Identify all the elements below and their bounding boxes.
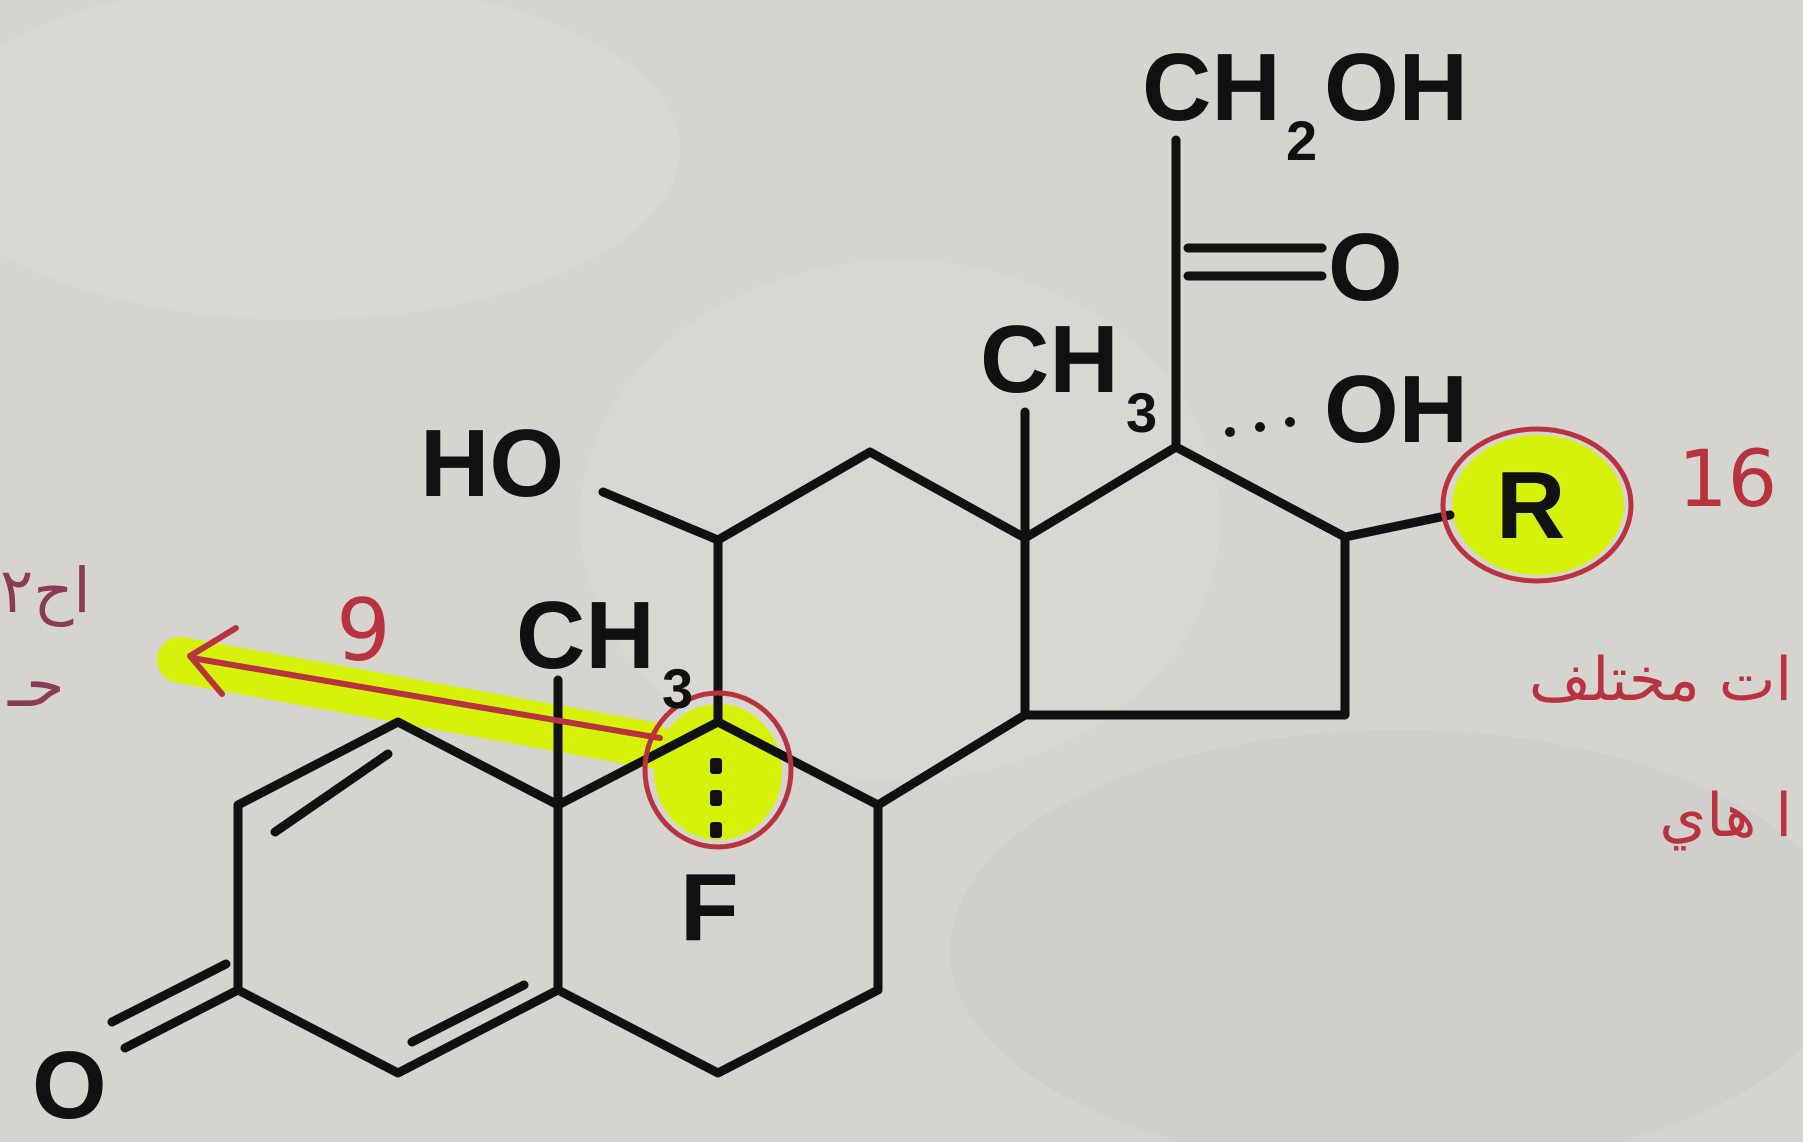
handwritten-annotations: 9 16 اح٢ حـ ات مختلف ا هاي bbox=[0, 435, 1792, 851]
c11-hydroxyl-label: HO bbox=[420, 410, 564, 517]
r-group-highlight bbox=[1452, 435, 1624, 575]
r-group-label: R bbox=[1496, 452, 1565, 559]
arabic-note-right-1: ات مختلف bbox=[1529, 645, 1792, 715]
c17-hydroxyl-label: OH bbox=[1324, 356, 1468, 463]
stereo-dashes bbox=[710, 417, 1295, 838]
c10-methyl-subscript: 3 bbox=[662, 657, 693, 720]
ch2oh-oh-label: OH bbox=[1324, 34, 1468, 141]
arabic-note-right-2: ا هاي bbox=[1659, 781, 1792, 851]
pen-arrow bbox=[187, 625, 663, 741]
c9-circle bbox=[642, 690, 794, 850]
position-9-label: 9 bbox=[336, 581, 391, 681]
pen-circles bbox=[642, 426, 1634, 850]
atom-labels: CH 2 OH O CH 3 OH HO CH 3 F O R bbox=[32, 34, 1565, 1139]
c10-methyl-ch-label: CH bbox=[516, 582, 655, 689]
arabic-note-left-bottom: حـ bbox=[7, 648, 65, 721]
position-16-label: 16 bbox=[1678, 435, 1777, 525]
arrow-highlight bbox=[157, 637, 673, 768]
c3-ketone-o-label: O bbox=[32, 1032, 107, 1139]
side-chain-ketone-o: O bbox=[1328, 214, 1403, 321]
c13-methyl-ch-label: CH bbox=[980, 306, 1119, 413]
c13-methyl-subscript: 3 bbox=[1126, 381, 1157, 444]
c9-fluorine-label: F bbox=[680, 854, 739, 961]
ch2oh-ch-label: CH bbox=[1142, 34, 1281, 141]
arabic-note-left-top: اح٢ bbox=[0, 554, 91, 627]
double-bonds bbox=[270, 243, 1327, 1047]
ch2oh-subscript: 2 bbox=[1286, 109, 1317, 172]
bond-skeleton bbox=[107, 135, 1455, 1078]
r-group-circle bbox=[1440, 426, 1634, 584]
